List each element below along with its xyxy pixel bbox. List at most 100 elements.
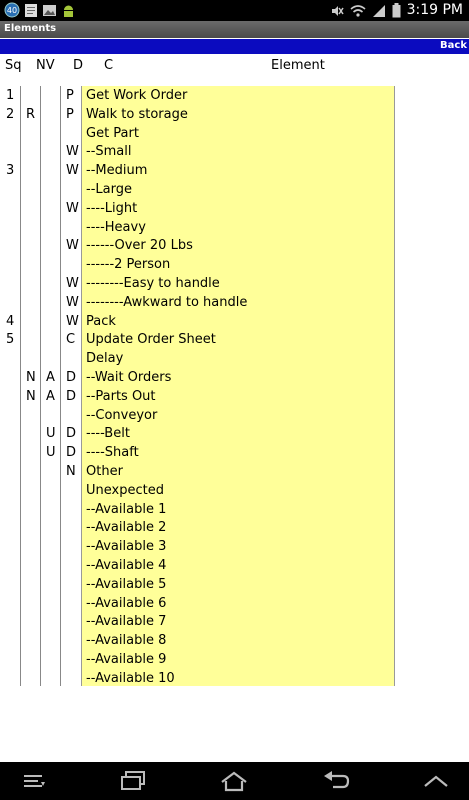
cell-element: --Available 8	[86, 633, 167, 649]
cell-element: Delay	[86, 351, 124, 367]
table-row[interactable]: N Other	[0, 463, 469, 482]
table-row[interactable]: Delay	[0, 350, 469, 369]
back-button[interactable]: Back	[440, 40, 467, 51]
mute-icon	[331, 5, 344, 16]
header-sq: Sq	[5, 58, 22, 73]
clock: 3:19 PM	[406, 2, 463, 18]
cell-d: D	[66, 426, 77, 442]
table-row[interactable]: --Available 3	[0, 538, 469, 557]
table-row[interactable]: --Available 4	[0, 557, 469, 576]
cell-element: Other	[86, 464, 123, 479]
cell-d: P	[66, 88, 74, 103]
battery-icon	[392, 3, 401, 18]
cell-element: --Available 1	[86, 501, 167, 517]
table-row[interactable]: --Available 7	[0, 613, 469, 632]
header-d: D	[73, 58, 84, 73]
recent-apps-icon	[121, 771, 145, 790]
cell-element: ----Shaft	[86, 445, 139, 461]
column-divider	[20, 86, 21, 686]
table-row[interactable]: W--------Awkward to handle	[0, 294, 469, 313]
cell-element: --Available 6	[86, 595, 167, 611]
cell-element: ----Light	[86, 200, 138, 216]
header-nv: NV	[36, 58, 55, 73]
cell-sq: 5	[6, 332, 15, 348]
table-row[interactable]: ------2 Person	[0, 256, 469, 275]
app-title: Elements	[4, 23, 57, 34]
table-row[interactable]: Get Part	[0, 125, 469, 144]
cell-element: --Available 4	[86, 558, 167, 573]
table-row[interactable]: --Available 1	[0, 501, 469, 520]
table-row[interactable]: Unexpected	[0, 482, 469, 501]
table-row[interactable]: --Conveyor	[0, 407, 469, 426]
table-row[interactable]: W------Over 20 Lbs	[0, 237, 469, 256]
cell-nv1: R	[26, 106, 36, 122]
column-divider	[60, 86, 61, 686]
cell-sq: 1	[6, 88, 15, 103]
header-c: C	[104, 58, 114, 73]
cell-d: C	[66, 332, 76, 348]
title-bar: Elements	[0, 21, 469, 38]
cell-element: --Available 9	[86, 652, 167, 667]
cell-sq: 3	[6, 163, 15, 179]
table-row[interactable]: --Available 6	[0, 595, 469, 614]
expand-button[interactable]	[416, 766, 456, 796]
table-row[interactable]: --Available 5	[0, 576, 469, 595]
cell-element: --Small	[86, 144, 132, 160]
cell-element: --------Awkward to handle	[86, 294, 248, 310]
cell-element: --Large	[86, 182, 132, 197]
cell-nv2: A	[46, 370, 55, 385]
system-back-button[interactable]	[316, 766, 356, 796]
cell-nv2: U	[46, 445, 56, 461]
table-row[interactable]: W --Small	[0, 143, 469, 162]
back-bar: Back	[0, 39, 469, 54]
table-row[interactable]: --Available 8	[0, 632, 469, 651]
menu-button[interactable]	[14, 766, 54, 796]
cell-element: Get Part	[86, 125, 139, 141]
system-indicators: 3:19 PM	[330, 1, 463, 20]
navigation-bar	[0, 762, 469, 800]
cell-element: ------Over 20 Lbs	[86, 238, 193, 254]
table-row[interactable]: --Available 9	[0, 651, 469, 670]
cell-element: --Available 10	[86, 670, 175, 686]
cell-d: W	[66, 163, 79, 179]
cell-nv1: N	[26, 388, 36, 404]
document-icon	[25, 3, 37, 17]
cell-nv1: N	[26, 370, 36, 385]
table-row[interactable]: --Available 10	[0, 670, 469, 689]
wifi-icon	[350, 4, 366, 17]
home-icon	[221, 771, 247, 792]
table-row[interactable]: W--------Easy to handle	[0, 275, 469, 294]
cell-d: P	[66, 106, 74, 122]
cell-d: D	[66, 388, 77, 404]
table-row[interactable]: W----Light	[0, 200, 469, 219]
cell-element: --Available 3	[86, 539, 167, 555]
signal-icon	[372, 4, 385, 17]
home-button[interactable]	[214, 766, 254, 796]
chevron-up-icon	[424, 775, 448, 787]
recent-apps-button[interactable]	[113, 766, 153, 796]
table-row[interactable]: --Large	[0, 181, 469, 200]
table-header: Sq NV D C Element	[0, 57, 469, 77]
table-row[interactable]: ----Heavy	[0, 219, 469, 238]
header-element: Element	[271, 58, 325, 73]
cell-d: W	[66, 144, 79, 160]
cell-d: N	[66, 464, 76, 479]
cell-nv2: A	[46, 388, 55, 404]
table-row[interactable]: --Available 2	[0, 519, 469, 538]
cell-nv2: U	[46, 426, 56, 442]
cell-element: --Available 2	[86, 520, 167, 536]
cell-element: --Conveyor	[86, 407, 158, 423]
cell-element: Pack	[86, 313, 116, 329]
menu-icon	[24, 775, 45, 787]
notification-count-icon: 40	[4, 2, 20, 18]
